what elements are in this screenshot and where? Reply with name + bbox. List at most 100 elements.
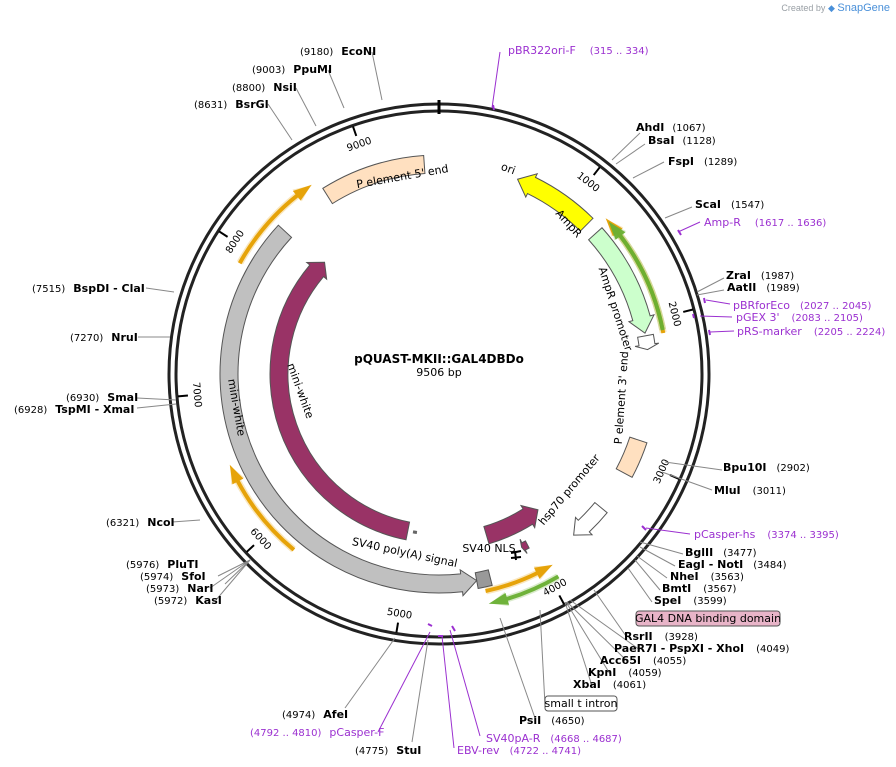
enzyme-name: NheI xyxy=(670,570,699,583)
svg-text:(5973)NarI: (5973)NarI xyxy=(146,582,213,595)
plasmid-length: 9506 bp xyxy=(416,366,461,379)
intron-dash xyxy=(412,530,419,535)
enzyme-name: MluI xyxy=(714,484,741,497)
plasmid-name: pQUAST-MKII::GAL4DBDo xyxy=(354,352,524,366)
enzyme-name: Acc65I xyxy=(600,654,641,667)
tick-label: 3000 xyxy=(652,458,672,486)
svg-text:BglII(3477): BglII(3477) xyxy=(685,546,757,559)
tick-label: 1000 xyxy=(574,170,601,194)
primer-name: pCasper-F xyxy=(329,726,384,739)
svg-text:AhdI(1067): AhdI(1067) xyxy=(636,121,706,134)
tick-mark xyxy=(592,166,601,176)
svg-text:KpnI(4059): KpnI(4059) xyxy=(588,666,662,679)
tick-mark xyxy=(246,544,255,553)
tick-mark xyxy=(177,394,189,398)
svg-text:PaeR7I - PspXI - XhoI(4049): PaeR7I - PspXI - XhoI(4049) xyxy=(614,642,790,655)
svg-text:pBR322ori-F(315 .. 334): pBR322ori-F(315 .. 334) xyxy=(508,44,649,57)
primer-labels: pBR322ori-F(315 .. 334) Amp-R(1617 .. 16… xyxy=(250,44,885,757)
feature-arc xyxy=(615,436,648,479)
enzyme-name: AatII xyxy=(727,281,756,294)
enzyme-name: BmtI xyxy=(662,582,691,595)
tick-mark xyxy=(352,126,358,137)
svg-text:XbaI(4061): XbaI(4061) xyxy=(573,678,646,691)
feature-arc xyxy=(516,173,594,232)
enzyme-name: Bpu10I xyxy=(723,461,767,474)
feature-label-sv40-nls: SV40 NLS xyxy=(462,542,515,555)
enzyme-name: FspI xyxy=(668,155,694,168)
enzyme-name: AfeI xyxy=(323,708,348,721)
svg-text:(4974)AfeI: (4974)AfeI xyxy=(282,708,348,721)
orf-arrow xyxy=(237,184,312,265)
svg-text:SpeI(3599): SpeI(3599) xyxy=(654,594,727,607)
enzyme-name: KasI xyxy=(195,594,222,607)
svg-text:SV40pA-R(4668 .. 4687): SV40pA-R(4668 .. 4687) xyxy=(486,732,622,745)
primer-name: pBR322ori-F xyxy=(508,44,576,57)
feature-label-p-element-3: P element 3' end xyxy=(612,351,631,445)
orf-arrow xyxy=(485,564,553,594)
tick-mark xyxy=(682,308,694,313)
tick-label: 2000 xyxy=(666,301,683,328)
enzyme-name: XbaI xyxy=(573,678,601,691)
enzyme-name: ScaI xyxy=(695,198,721,211)
enzyme-name: BsaI xyxy=(648,134,674,147)
enzyme-labels: AhdI(1067) BsaI(1128) FspI(1289) ScaI(15… xyxy=(14,45,810,757)
svg-text:(5976)PluTI: (5976)PluTI xyxy=(126,558,199,571)
enzyme-name: EagI - NotI xyxy=(678,558,743,571)
svg-text:EagI - NotI(3484): EagI - NotI(3484) xyxy=(678,558,787,571)
tick-label: 9000 xyxy=(346,136,374,155)
enzyme-name: BsrGI xyxy=(235,98,268,111)
svg-text:PsiI(4650): PsiI(4650) xyxy=(519,714,585,727)
orf-arrows xyxy=(229,184,667,607)
svg-text:BmtI(3567): BmtI(3567) xyxy=(662,582,737,595)
feature-arc xyxy=(474,569,493,590)
enzyme-name: PaeR7I - PspXI - XhoI xyxy=(614,642,744,655)
svg-text:(9003)PpuMI: (9003)PpuMI xyxy=(252,63,332,76)
leader-lines xyxy=(136,51,725,743)
primer-name: pGEX 3' xyxy=(736,311,780,324)
primer-ticks xyxy=(427,104,711,637)
enzyme-name: AhdI xyxy=(636,121,664,134)
enzyme-name: RsrII xyxy=(624,630,653,643)
enzyme-name: PsiI xyxy=(519,714,541,727)
feature-arc xyxy=(519,538,530,554)
feature-arc xyxy=(573,501,608,536)
enzyme-name: StuI xyxy=(396,744,421,757)
primer-leaders xyxy=(377,51,735,749)
enzyme-name: EcoNI xyxy=(341,45,376,58)
feature-arc xyxy=(322,155,426,205)
enzyme-name: SfoI xyxy=(181,570,205,583)
svg-text:ZraI(1987): ZraI(1987) xyxy=(726,269,794,282)
svg-text:pGEX 3'(2083 .. 2105): pGEX 3'(2083 .. 2105) xyxy=(736,311,863,324)
tick-mark xyxy=(395,622,400,633)
credit-brand: SnapGene xyxy=(837,2,890,14)
svg-text:(8800)NsiI: (8800)NsiI xyxy=(232,81,297,94)
orf-arrow xyxy=(229,464,296,552)
svg-text:(6930)SmaI: (6930)SmaI xyxy=(66,391,138,404)
svg-text:RsrII(3928): RsrII(3928) xyxy=(624,630,698,643)
primer-name: Amp-R xyxy=(704,216,741,229)
enzyme-name: ZraI xyxy=(726,269,751,282)
svg-text:BsaI(1128): BsaI(1128) xyxy=(648,134,716,147)
nls-marker-icon xyxy=(510,550,522,561)
svg-text:Bpu10I(2902): Bpu10I(2902) xyxy=(723,461,810,474)
boxed-label-small-t: small t intron xyxy=(544,695,618,712)
svg-text:ScaI(1547): ScaI(1547) xyxy=(695,198,764,211)
primer-name: EBV-rev xyxy=(457,744,500,757)
svg-text:pCasper-hs(3374 .. 3395): pCasper-hs(3374 .. 3395) xyxy=(694,528,839,541)
orf-arrow xyxy=(488,574,560,605)
svg-text:pRS-marker(2205 .. 2224): pRS-marker(2205 .. 2224) xyxy=(737,325,885,338)
enzyme-name: NcoI xyxy=(147,516,174,529)
snapgene-credit: Created by ◆ SnapGene xyxy=(781,2,890,14)
svg-text:GAL4 DNA binding domain: GAL4 DNA binding domain xyxy=(635,612,781,625)
tick-mark xyxy=(218,230,229,238)
feature-arc xyxy=(219,224,478,597)
svg-text:(6321)NcoI: (6321)NcoI xyxy=(106,516,175,529)
svg-text:FspI(1289): FspI(1289) xyxy=(668,155,737,168)
tick-label: 5000 xyxy=(386,607,413,622)
tick-mark xyxy=(558,594,565,605)
svg-text:NheI(3563): NheI(3563) xyxy=(670,570,744,583)
svg-text:(7270)NruI: (7270)NruI xyxy=(70,331,138,344)
enzyme-name: NruI xyxy=(111,331,138,344)
enzyme-name: PpuMI xyxy=(293,63,332,76)
